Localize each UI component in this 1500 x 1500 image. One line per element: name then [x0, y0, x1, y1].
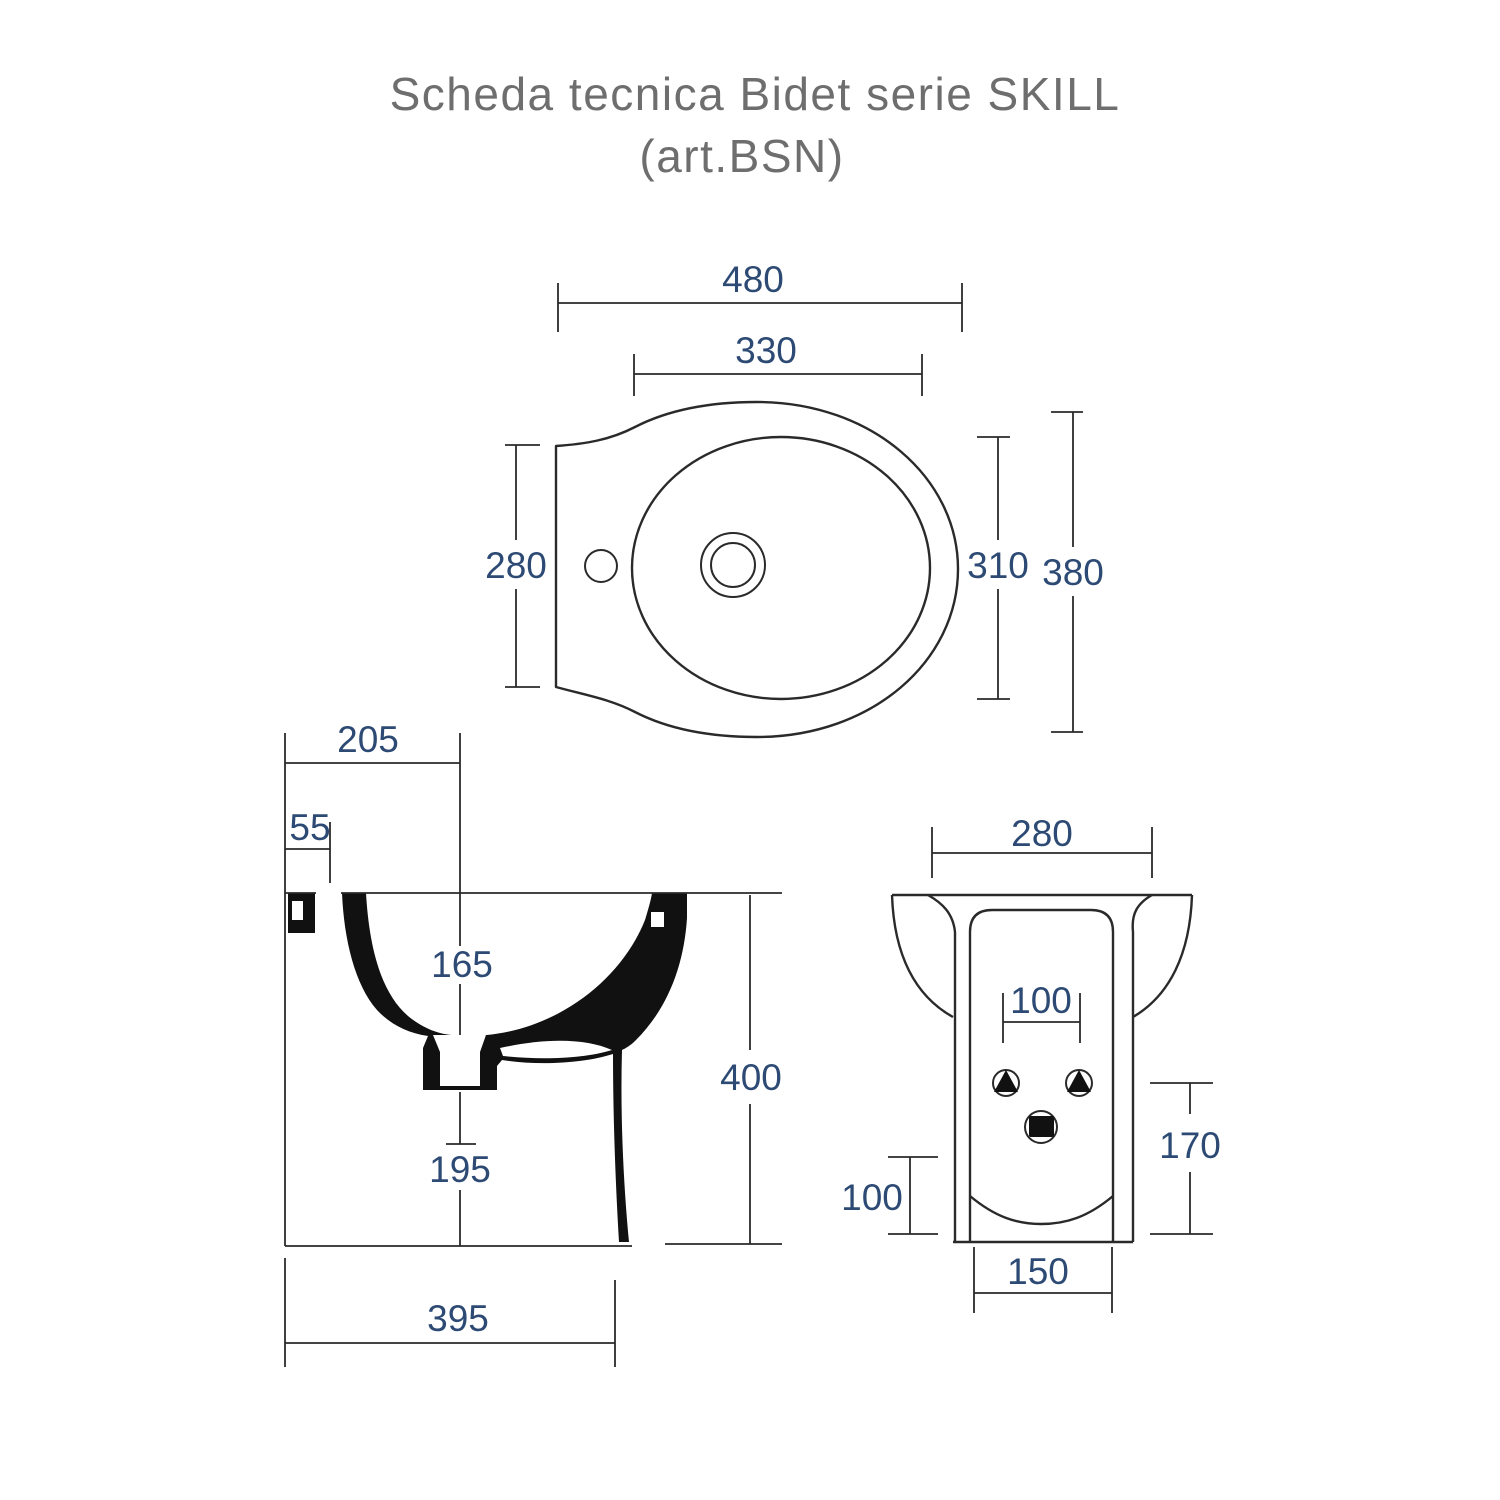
waste-outlet-square	[1029, 1116, 1054, 1137]
fixing-hole-triangle	[994, 1070, 1018, 1092]
dim-outlet-height-label: 195	[429, 1149, 491, 1190]
drain-inner-circle	[710, 542, 756, 588]
pedestal-left-edge	[927, 893, 957, 1242]
dim-side-total-depth: 395	[284, 1258, 616, 1367]
top-view: 480 330 280 310	[485, 259, 1104, 739]
dim-top-rim-height: 310	[967, 436, 1029, 700]
dim-basin-depth-label: 165	[431, 944, 493, 985]
drain-center-line	[446, 733, 476, 1246]
dim-label: 380	[1042, 552, 1104, 593]
dim-label: 150	[1007, 1251, 1069, 1292]
recess-bottom-arc	[969, 1195, 1114, 1226]
dim-front-top-width: 280	[931, 813, 1153, 878]
dim-side-drain-from-back: 205	[285, 719, 460, 764]
dim-label: 395	[427, 1298, 489, 1339]
fixing-hole-triangle	[1067, 1070, 1091, 1092]
dim-side-slot-from-back: 55	[285, 807, 331, 883]
drain-outer-circle	[700, 532, 766, 598]
basin-interior	[366, 893, 652, 1035]
dim-label: 100	[841, 1177, 903, 1218]
dim-label: 100	[1010, 980, 1072, 1021]
waste-outlet-circle	[1024, 1110, 1058, 1144]
dim-top-overall-width: 480	[557, 259, 963, 332]
wall-bracket-notch	[292, 901, 303, 920]
pedestal-right-edge	[1131, 893, 1153, 1242]
dim-side-total-height: 400	[665, 895, 782, 1245]
drain-trap-interior	[433, 1035, 486, 1086]
dim-label: 330	[735, 330, 797, 371]
sheet-title: Scheda tecnica Bidet serie SKILL (art.BS…	[390, 68, 1121, 182]
dim-label: 400	[720, 1057, 782, 1098]
rim-notch	[651, 912, 664, 927]
dim-top-overall-height: 380	[1042, 411, 1104, 733]
dim-label: 310	[967, 545, 1029, 586]
pedestal-recess	[968, 908, 1115, 1242]
bidet-top-outline	[554, 400, 960, 739]
dim-front-hole-spacing: 100	[1002, 980, 1081, 1043]
dim-front-hole-height: 170	[1150, 1082, 1221, 1235]
dim-label: 280	[485, 545, 547, 586]
bowl-left-arc	[890, 894, 954, 1019]
dim-front-base-height: 100	[841, 1156, 938, 1235]
dim-label: 280	[1011, 813, 1073, 854]
waste-outlet	[1024, 1110, 1058, 1144]
dim-front-base-width: 150	[973, 1247, 1113, 1313]
fixing-hole-right	[1065, 1069, 1093, 1097]
faucet-hole	[584, 549, 618, 583]
fixing-hole-left	[992, 1069, 1020, 1097]
dim-label: 480	[722, 259, 784, 300]
dim-top-rim-width: 330	[633, 330, 923, 396]
underside-gap	[500, 1040, 612, 1059]
dim-label: 55	[289, 807, 330, 848]
front-view: 280 100 170 100 150	[841, 813, 1221, 1313]
title-line-1: Scheda tecnica Bidet serie SKILL	[390, 68, 1121, 120]
dim-label: 170	[1159, 1125, 1221, 1166]
basin-rim-ellipse	[630, 435, 932, 701]
bowl-right-arc	[1132, 894, 1194, 1019]
dim-label: 205	[337, 719, 399, 760]
title-line-2: (art.BSN)	[639, 130, 844, 182]
dim-top-back-height: 280	[485, 444, 547, 688]
side-section-view: 205 55 165 195 400 395	[284, 719, 782, 1367]
